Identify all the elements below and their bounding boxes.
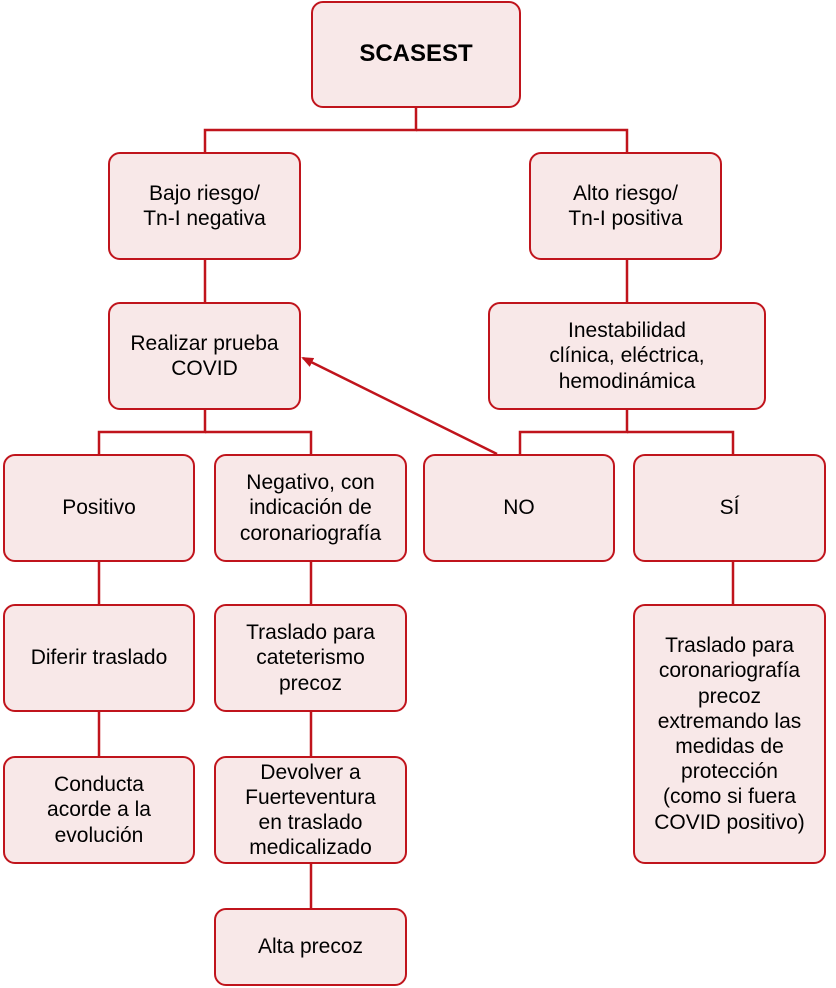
instability-label: Inestabilidad clínica, eléctrica, hemodi… [549,319,705,393]
edge-no-to-covid-arrow [301,356,498,456]
transfer-coronary-node: Traslado para coronariografía precoz ext… [633,604,826,864]
no-label: NO [503,496,535,520]
low-risk-label: Bajo riesgo/ Tn-I negativa [143,181,266,230]
low-risk-node: Bajo riesgo/ Tn-I negativa [108,152,301,260]
covid-test-node: Realizar prueba COVID [108,302,301,410]
defer-transfer-node: Diferir traslado [3,604,195,712]
high-risk-node: Alto riesgo/ Tn-I positiva [529,152,722,260]
conduct-node: Conducta acorde a la evolución [3,756,195,864]
yes-label: SÍ [719,496,740,520]
negative-cath-node: Negativo, con indicación de coronariogra… [214,454,407,562]
edge-covid-split [97,410,207,454]
yes-node: SÍ [633,454,826,562]
early-discharge-node: Alta precoz [214,908,407,986]
return-label: Devolver a Fuerteventura en traslado med… [245,760,376,860]
instability-node: Inestabilidad clínica, eléctrica, hemodi… [488,302,766,410]
positive-node: Positivo [3,454,195,562]
covid-test-label: Realizar prueba COVID [130,331,279,380]
edge-root-split [203,108,418,152]
negative-cath-label: Negativo, con indicación de coronariogra… [239,471,382,545]
edge-instability-split-right [627,430,735,454]
early-discharge-label: Alta precoz [257,935,364,959]
transfer-coronary-label: Traslado para coronariografía precoz ext… [654,634,805,834]
edge-instability-split [518,410,629,454]
high-risk-label: Alto riesgo/ Tn-I positiva [568,181,683,230]
defer-transfer-label: Diferir traslado [30,646,168,670]
positive-label: Positivo [62,496,136,520]
no-node: NO [423,454,615,562]
root-node-label: SCASEST [359,40,473,68]
transfer-cath-label: Traslado para cateterismo precoz [246,621,375,695]
return-node: Devolver a Fuerteventura en traslado med… [214,756,407,864]
conduct-label: Conducta acorde a la evolución [47,773,151,847]
transfer-cath-node: Traslado para cateterismo precoz [214,604,407,712]
root-node: SCASEST [311,1,521,108]
edge-root-split-right [416,128,629,152]
edge-covid-split-right [205,430,313,454]
